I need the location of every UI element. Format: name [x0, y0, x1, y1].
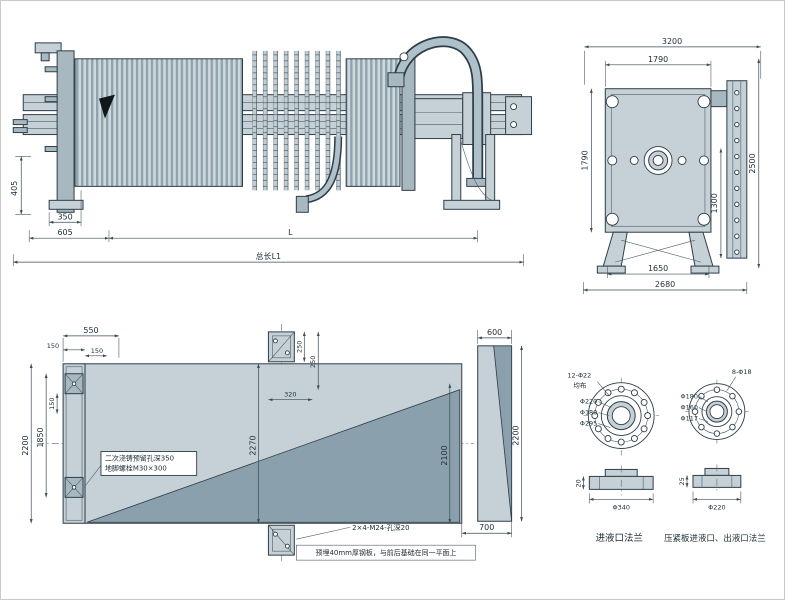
drain-pipe — [305, 136, 341, 202]
side-rail-bracket — [710, 90, 728, 108]
foundation-dimensions: 550 150 150 150 250 250 320 2270 2100 22… — [21, 326, 524, 538]
flange-inlet-detail: 12-Φ22 均布 Φ220 Φ180 Φ295 Φ340 20 进液口法兰 — [567, 372, 660, 544]
flange-outlet-od: Φ220 — [708, 503, 725, 511]
dim-250-a: 250 — [295, 341, 303, 353]
pipe-top-fitting — [399, 52, 409, 62]
side-view — [12, 36, 533, 213]
flange-inlet-spacing-label: 均布 — [573, 381, 586, 390]
dim-2100: 2100 — [440, 445, 449, 465]
left-bolt-stub — [12, 127, 28, 134]
dim-1850: 1850 — [36, 427, 45, 447]
support-leg — [688, 231, 714, 267]
pipe-inlet-fitting — [387, 72, 405, 88]
foundation-plan — [37, 323, 513, 562]
dim-150-a: 150 — [47, 342, 59, 350]
flange-outlet-d180: Φ180 — [681, 393, 698, 401]
dim-2680: 2680 — [655, 280, 675, 289]
flange-outlet-holes-label: 8-Φ18 — [732, 368, 752, 376]
note-casting-line1: 二次浇铸预留孔深350 — [105, 453, 174, 462]
dim-1300: 1300 — [710, 193, 719, 213]
slab-section-wedge — [86, 389, 461, 523]
flange-inlet-title: 进液口法兰 — [596, 532, 643, 544]
flange-inlet-holes-label: 12-Φ22 — [567, 372, 591, 380]
dim-L: L — [288, 228, 293, 237]
dim-700: 700 — [479, 523, 494, 532]
end-view-dimensions: 3200 1790 1790 2500 1300 1650 2680 — [580, 37, 762, 295]
note-box-plate — [296, 544, 477, 561]
tail-bracket-pin — [40, 52, 50, 62]
dim-600: 600 — [487, 328, 502, 337]
side-view-dimensions: 405 350 605 L 总长L1 — [10, 156, 524, 267]
filter-plate-stack-1 — [74, 58, 244, 187]
support-leg — [602, 231, 628, 267]
dim-150-b: 150 — [91, 347, 103, 355]
drain-pipe-stand — [295, 195, 309, 213]
left-foot — [48, 199, 84, 210]
note-anchor-bolts: 2×4-M24-孔深20 — [352, 523, 409, 532]
cylinder-tail-bracket — [505, 96, 533, 136]
dim-150-v: 150 — [48, 397, 56, 409]
left-bolt-stub — [12, 119, 28, 126]
flange-inlet-od: Φ340 — [613, 503, 630, 511]
dim-250-b: 250 — [309, 356, 317, 368]
dim-2200-right: 2200 — [512, 425, 521, 445]
bolt-holes-12 — [591, 385, 652, 446]
feed-head-mark — [98, 94, 115, 119]
hydraulic-cylinder — [414, 98, 464, 140]
flange-outlet-detail: 8-Φ18 Φ180 Φ160 Φ117 Φ220 25 压紧板进液口、出液口法… — [664, 368, 766, 543]
spread-filter-plates — [252, 50, 345, 191]
note-casting-line2: 地脚螺栓M30×300 — [105, 463, 167, 472]
dim-605: 605 — [57, 228, 72, 237]
flange-outlet-d160: Φ160 — [681, 404, 698, 412]
dim-3200: 3200 — [662, 37, 682, 46]
tie-rod-nut — [605, 95, 619, 109]
dim-1790-top: 1790 — [648, 55, 668, 64]
right-leg — [485, 134, 496, 203]
foundation-notes: 二次浇铸预留孔深350 地脚螺栓M30×300 2×4-M24-孔深20 预埋4… — [83, 451, 477, 561]
flange-outlet-title: 压紧板进液口、出液口法兰 — [664, 533, 766, 543]
dim-350: 350 — [57, 212, 72, 221]
tie-rod-nut — [697, 95, 711, 109]
flange-outlet-thickness: 25 — [678, 477, 686, 485]
end-view — [596, 80, 748, 274]
dim-1790-left: 1790 — [580, 150, 589, 170]
flange-inlet-d220: Φ220 — [580, 398, 597, 406]
tie-rod-nut — [605, 212, 619, 226]
right-leg — [451, 134, 462, 203]
bolt-holes-8 — [691, 386, 743, 437]
dim-550: 550 — [83, 326, 98, 335]
flange-outlet-d117: Φ117 — [681, 415, 698, 423]
side-rail — [726, 80, 748, 259]
note-box-casting — [100, 451, 198, 476]
dim-1650: 1650 — [648, 264, 668, 273]
dim-total-length: 总长L1 — [256, 251, 281, 261]
tail-plate — [56, 50, 75, 213]
flange-inlet-d180: Φ180 — [580, 409, 597, 417]
dim-405: 405 — [10, 181, 19, 196]
dim-320: 320 — [284, 391, 296, 399]
right-foot — [443, 199, 501, 210]
dim-2270: 2270 — [248, 435, 257, 455]
note-embedded-plate: 预埋40mm厚钢板，与前后基础在同一平面上 — [316, 548, 457, 557]
flange-inlet-thickness: 20 — [574, 479, 582, 487]
dim-2200-left: 2200 — [21, 435, 30, 455]
dim-2500: 2500 — [748, 153, 757, 173]
tie-rod-nut — [697, 212, 711, 226]
flange-inlet-d295: Φ295 — [580, 420, 597, 428]
